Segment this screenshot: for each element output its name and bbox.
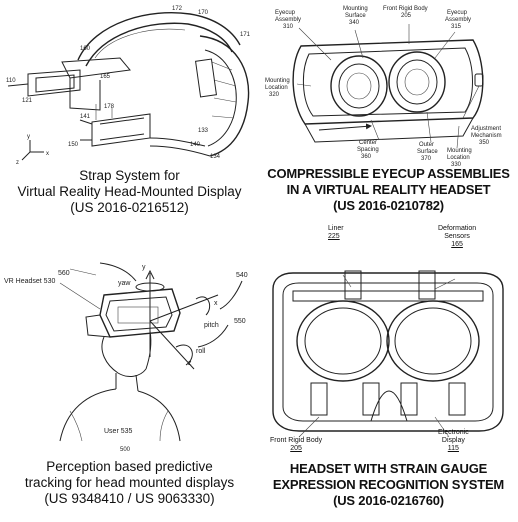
caption-strap-system: Strap System for Virtual Reality Head-Mo… — [17, 168, 242, 215]
label-150: 150 — [68, 142, 79, 148]
label-x: x — [214, 300, 218, 307]
axes-icon: y x z — [16, 134, 49, 166]
label-500: 500 — [120, 447, 131, 453]
label-133: 133 — [198, 128, 209, 134]
label-vr-headset: VR Headset 530 — [4, 278, 55, 285]
label-roll: roll — [196, 348, 206, 355]
label-178: 178 — [104, 104, 115, 110]
label-110: 110 — [6, 78, 16, 84]
label-560: 560 — [58, 270, 70, 277]
panel-predictive-tracking: 560 yaw y x 540 VR Headset 530 pitch 550… — [0, 261, 259, 522]
caption-eyecup-assemblies: COMPRESSIBLE EYECUP ASSEMBLIES IN A VIRT… — [267, 166, 510, 213]
label-121: 121 — [22, 98, 33, 104]
label-134: 134 — [210, 154, 221, 160]
caption-strain-gauge: HEADSET WITH STRAIN GAUGE EXPRESSION REC… — [272, 461, 505, 508]
label-pitch: pitch — [204, 322, 219, 329]
label-170: 170 — [198, 10, 209, 16]
label-550: 550 — [234, 318, 246, 325]
label-user: User 535 — [104, 428, 133, 435]
svg-text:z: z — [16, 160, 19, 166]
label-171: 171 — [240, 32, 251, 38]
label-172: 172 — [172, 6, 183, 12]
label-141: 141 — [80, 114, 91, 120]
label-160: 160 — [80, 46, 91, 52]
strap-system-drawing: 172 170 171 160 165 110 121 178 141 150 … — [6, 6, 251, 166]
label-y: y — [142, 264, 146, 271]
caption-predictive-tracking: Perception based predictive tracking for… — [24, 459, 235, 506]
label-z: z — [188, 360, 192, 367]
label-165: 165 — [100, 74, 111, 80]
tracking-drawing: 560 yaw y x 540 VR Headset 530 pitch 550… — [4, 262, 248, 453]
label-540: 540 — [236, 272, 248, 279]
svg-text:x: x — [46, 151, 49, 157]
panel-strain-gauge: HEADSET WITH STRAIN GAUGE EXPRESSION REC… — [259, 261, 518, 522]
label-140: 140 — [190, 142, 201, 148]
strain-gauge-drawing — [272, 270, 504, 438]
panel-strap-system: 172 170 171 160 165 110 121 178 141 150 … — [0, 0, 259, 261]
label-yaw: yaw — [118, 280, 131, 287]
svg-text:y: y — [27, 134, 30, 140]
